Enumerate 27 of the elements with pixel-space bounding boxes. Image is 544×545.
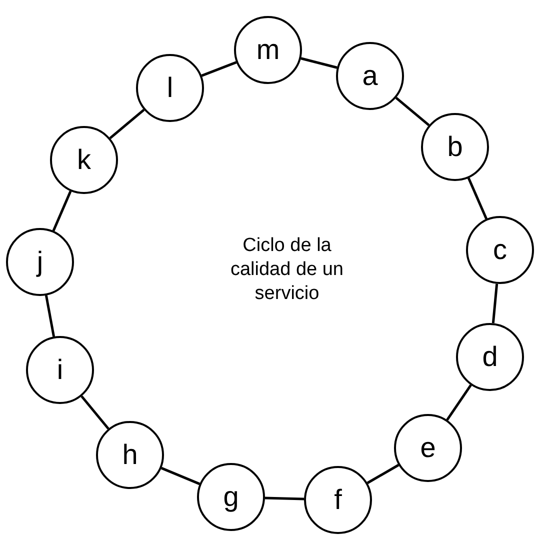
connector-line (80, 395, 110, 430)
node-label: k (77, 144, 91, 176)
connector-line (52, 190, 72, 232)
center-caption: Ciclo de la calidad de un servicio (229, 234, 345, 306)
connector-line (446, 384, 472, 421)
node-label: b (447, 131, 463, 163)
connector-line (44, 295, 56, 337)
connector-line (160, 466, 200, 486)
node-label: a (362, 60, 378, 92)
connector-line (395, 96, 430, 126)
connector-line (366, 464, 400, 484)
connector-line (300, 57, 338, 69)
node-label: i (56, 354, 64, 386)
node-label: j (36, 246, 44, 278)
connector-line (109, 108, 145, 140)
node-label: e (420, 432, 436, 464)
node-label: f (334, 484, 342, 516)
node-label: m (256, 34, 280, 66)
node-label: d (482, 341, 498, 373)
connector-line (467, 178, 488, 220)
connector-line (492, 284, 498, 324)
connector-line (201, 61, 237, 77)
connector-line (264, 496, 304, 500)
node-label: c (493, 234, 507, 266)
node-label: h (122, 439, 138, 471)
node-label: g (223, 481, 239, 513)
node-label: l (166, 72, 174, 104)
